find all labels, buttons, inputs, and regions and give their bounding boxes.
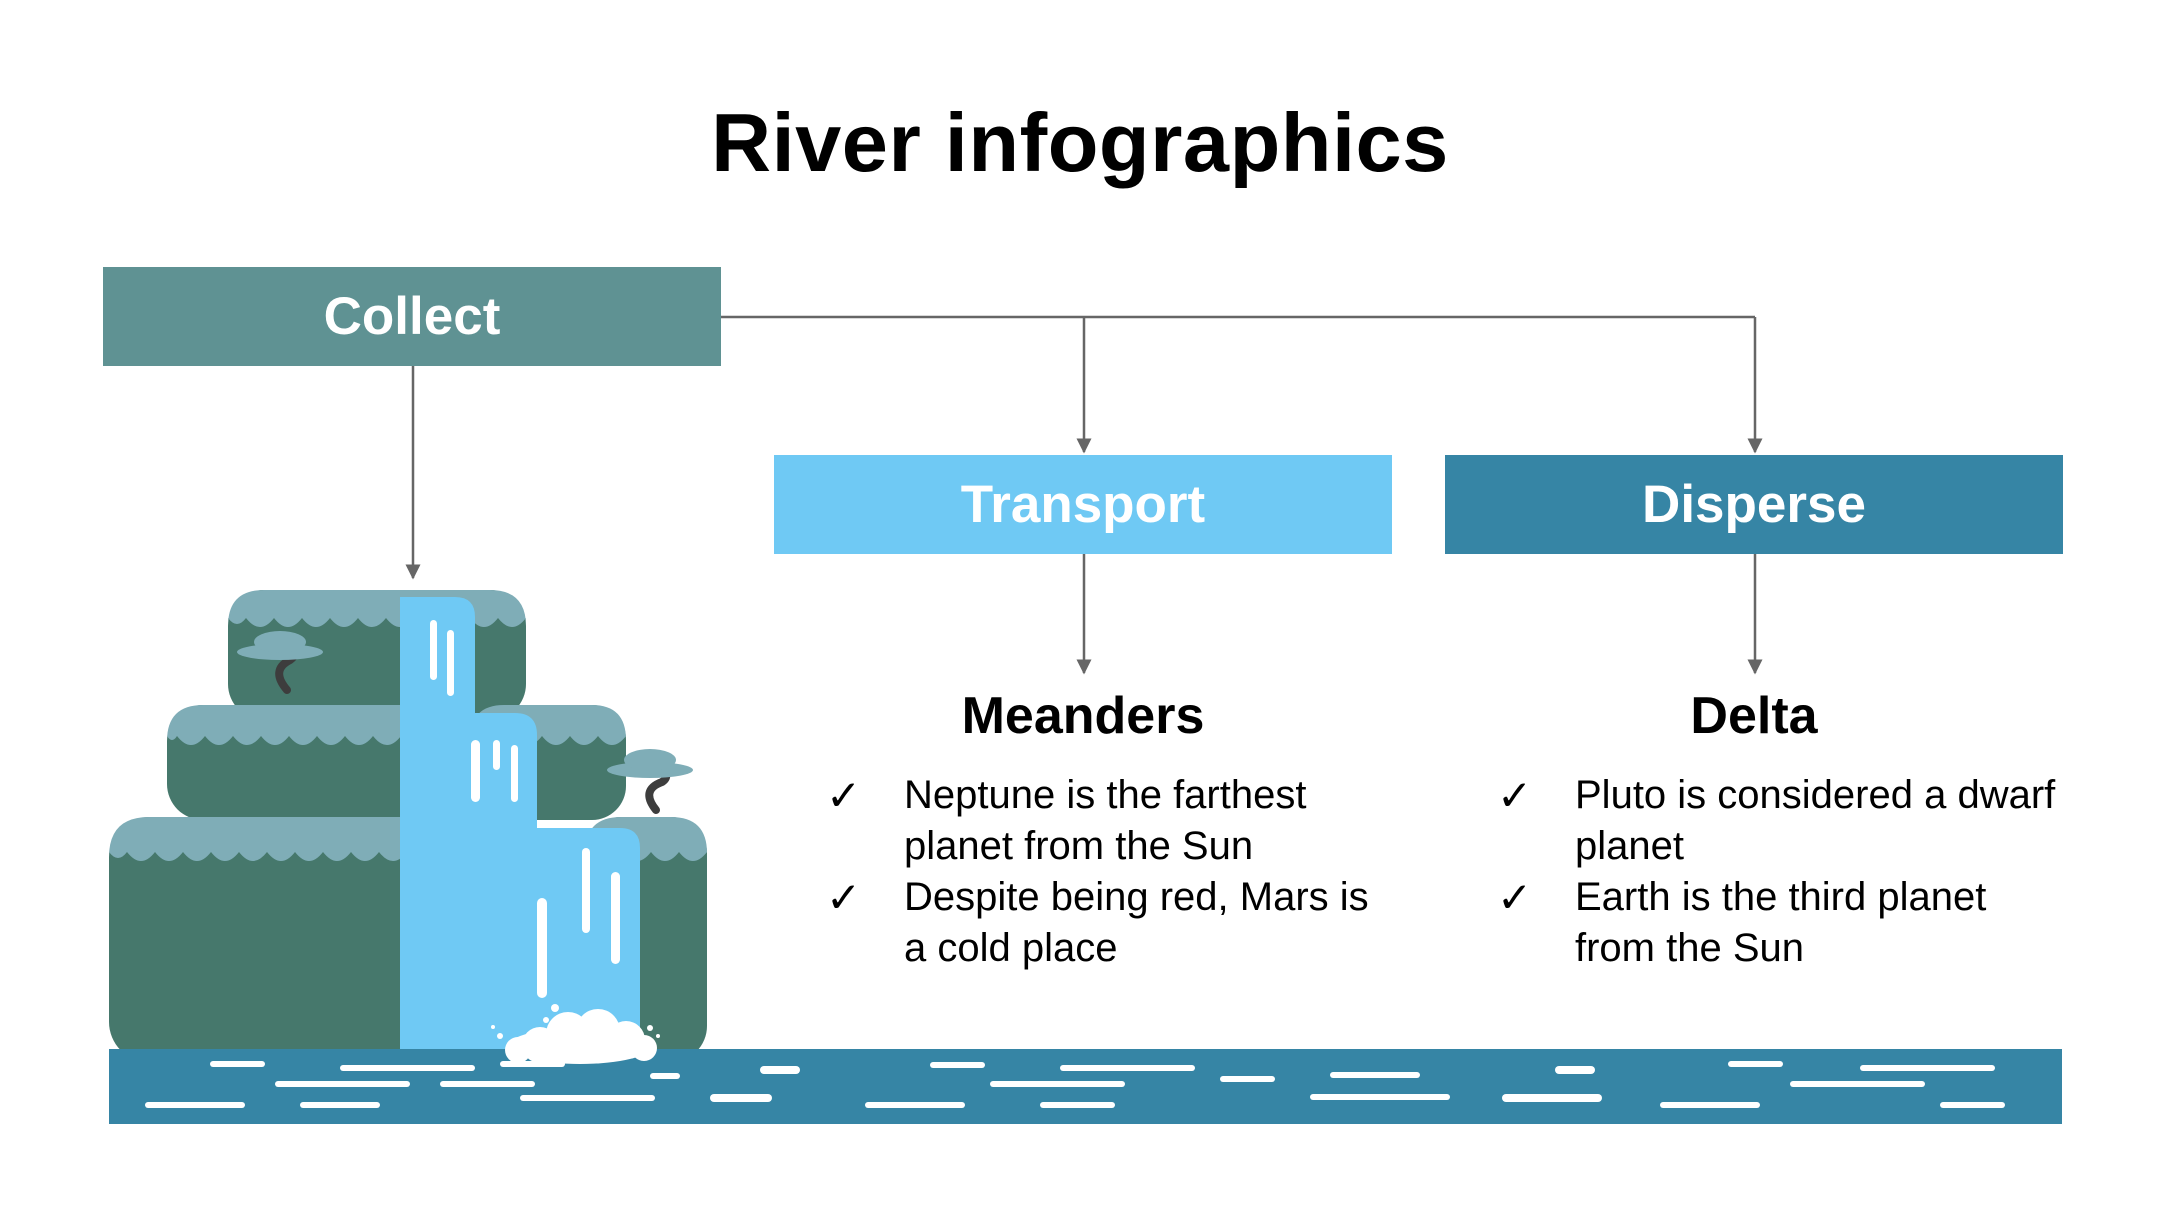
collect-box: Collect [103, 267, 721, 366]
check-icon: ✓ [1497, 771, 1533, 820]
waterfall [400, 597, 640, 1062]
list-item: ✓ Neptune is the farthest planet from the… [826, 770, 1386, 872]
transport-label: Transport [960, 475, 1206, 534]
check-icon: ✓ [826, 873, 862, 922]
check-icon: ✓ [826, 771, 862, 820]
river [109, 1049, 2062, 1124]
delta-list: ✓ Pluto is considered a dwarf planet ✓ Ear… [1497, 770, 2057, 974]
check-icon: ✓ [1497, 873, 1533, 922]
transport-box: Transport [774, 455, 1392, 554]
delta-title: Delta [1690, 687, 1818, 745]
collect-label: Collect [323, 287, 501, 346]
meanders-list: ✓ Neptune is the farthest planet from the… [826, 770, 1386, 974]
tree-icon [237, 631, 323, 694]
list-item-text: Despite being red, Mars is a cold place [904, 875, 1369, 970]
disperse-label: Disperse [1642, 475, 1866, 534]
list-item: ✓ Earth is the third planet from the Sun [1497, 872, 2057, 974]
middle-left-cliff [167, 705, 457, 820]
list-item: ✓ Pluto is considered a dwarf planet [1497, 770, 2057, 872]
meanders-title: Meanders [961, 687, 1205, 745]
page-title: River infographics [711, 96, 1449, 189]
tree-icon [607, 749, 693, 814]
splash-foam [491, 1004, 660, 1064]
list-item-text: Pluto is considered a dwarf planet [1575, 773, 2056, 868]
list-item-text: Earth is the third planet from the Sun [1575, 875, 1987, 970]
list-item-text: Neptune is the farthest planet from the … [904, 773, 1307, 868]
disperse-box: Disperse [1445, 455, 2063, 554]
list-item: ✓ Despite being red, Mars is a cold place [826, 872, 1386, 974]
